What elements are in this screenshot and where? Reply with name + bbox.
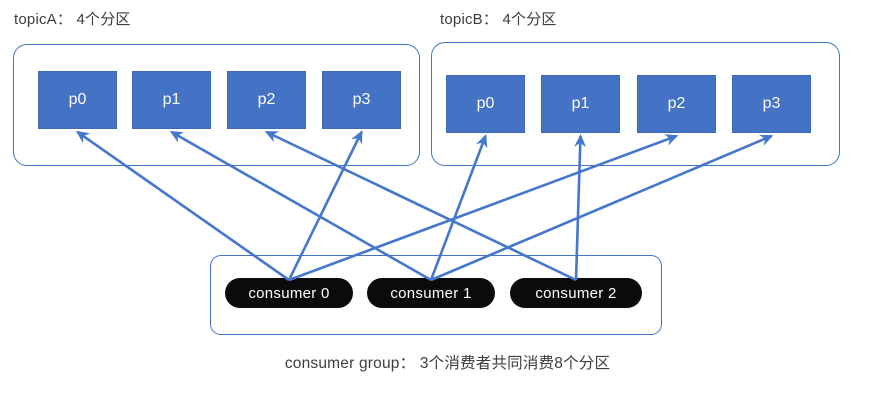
consumer-2-pill: consumer 2: [510, 278, 642, 308]
topic-a-partition-p2-box: p2: [227, 71, 306, 129]
consumer-1-pill: consumer 1: [367, 278, 495, 308]
topic-b-partition-p2-box: p2: [637, 75, 716, 133]
topic-a-partition-p1-box: p1: [132, 71, 211, 129]
topic-b-partition-p1-box: p1: [541, 75, 620, 133]
topic-a-title: topicA： 4个分区: [14, 11, 131, 28]
consumer-0-pill: consumer 0: [225, 278, 353, 308]
topic-b-partition-p3-box: p3: [732, 75, 811, 133]
consumer-group-caption: consumer group： 3个消费者共同消费8个分区: [284, 355, 611, 372]
topic-b-title: topicB： 4个分区: [440, 11, 557, 28]
topic-a-partition-p0-box: p0: [38, 71, 117, 129]
topic-b-partition-p0-box: p0: [446, 75, 525, 133]
topic-a-partition-p3-box: p3: [322, 71, 401, 129]
